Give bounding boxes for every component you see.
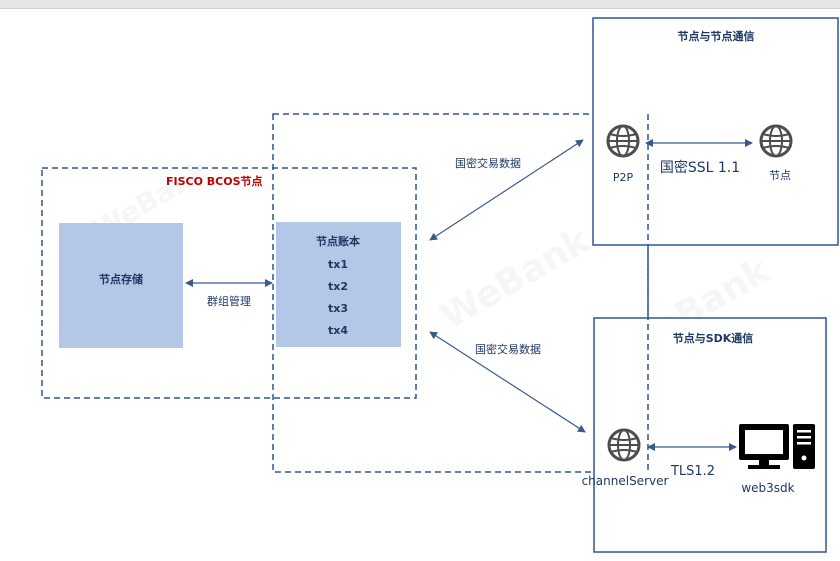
ledger-tx-3: tx3 bbox=[328, 302, 348, 315]
watermark-text-2: WeBank bbox=[434, 220, 598, 338]
ledger-channel-container bbox=[272, 113, 649, 473]
fisco-node-container bbox=[41, 167, 417, 399]
peer-node-globe-icon bbox=[759, 124, 793, 158]
ledger-tx-1: tx1 bbox=[328, 258, 348, 271]
gm-tx-bottom-arrow bbox=[429, 331, 586, 433]
p2p-globe-icon bbox=[606, 124, 640, 158]
window-top-strip bbox=[0, 0, 840, 9]
fisco-node-title: FISCO BCOS节点 bbox=[166, 174, 263, 188]
channel-server-label: channelServer bbox=[582, 474, 669, 488]
ledger-tx-2: tx2 bbox=[328, 280, 348, 293]
desktop-computer-icon bbox=[739, 424, 815, 469]
channel-server-globe-icon bbox=[607, 428, 641, 462]
gm-tx-top-label: 国密交易数据 bbox=[455, 156, 521, 170]
node-ledger-box bbox=[276, 222, 401, 347]
group-management-label: 群组管理 bbox=[207, 294, 251, 308]
ledger-tx-4: tx4 bbox=[328, 324, 348, 337]
gm-tx-bottom-label: 国密交易数据 bbox=[475, 342, 541, 356]
p2p-label: P2P bbox=[613, 171, 634, 184]
gm-tx-top-arrow bbox=[429, 139, 584, 241]
gm-ssl-label: 国密SSL 1.1 bbox=[660, 159, 740, 176]
node-storage-box bbox=[59, 223, 183, 348]
peer-node-label: 节点 bbox=[769, 169, 791, 182]
node-storage-label: 节点存储 bbox=[99, 272, 143, 286]
p2p-box-title: 节点与节点通信 bbox=[678, 29, 755, 43]
web3sdk-label: web3sdk bbox=[741, 481, 794, 495]
sdk-box-title: 节点与SDK通信 bbox=[673, 331, 754, 345]
ledger-title: 节点账本 bbox=[316, 234, 360, 248]
tls-label: TLS1.2 bbox=[670, 464, 715, 479]
